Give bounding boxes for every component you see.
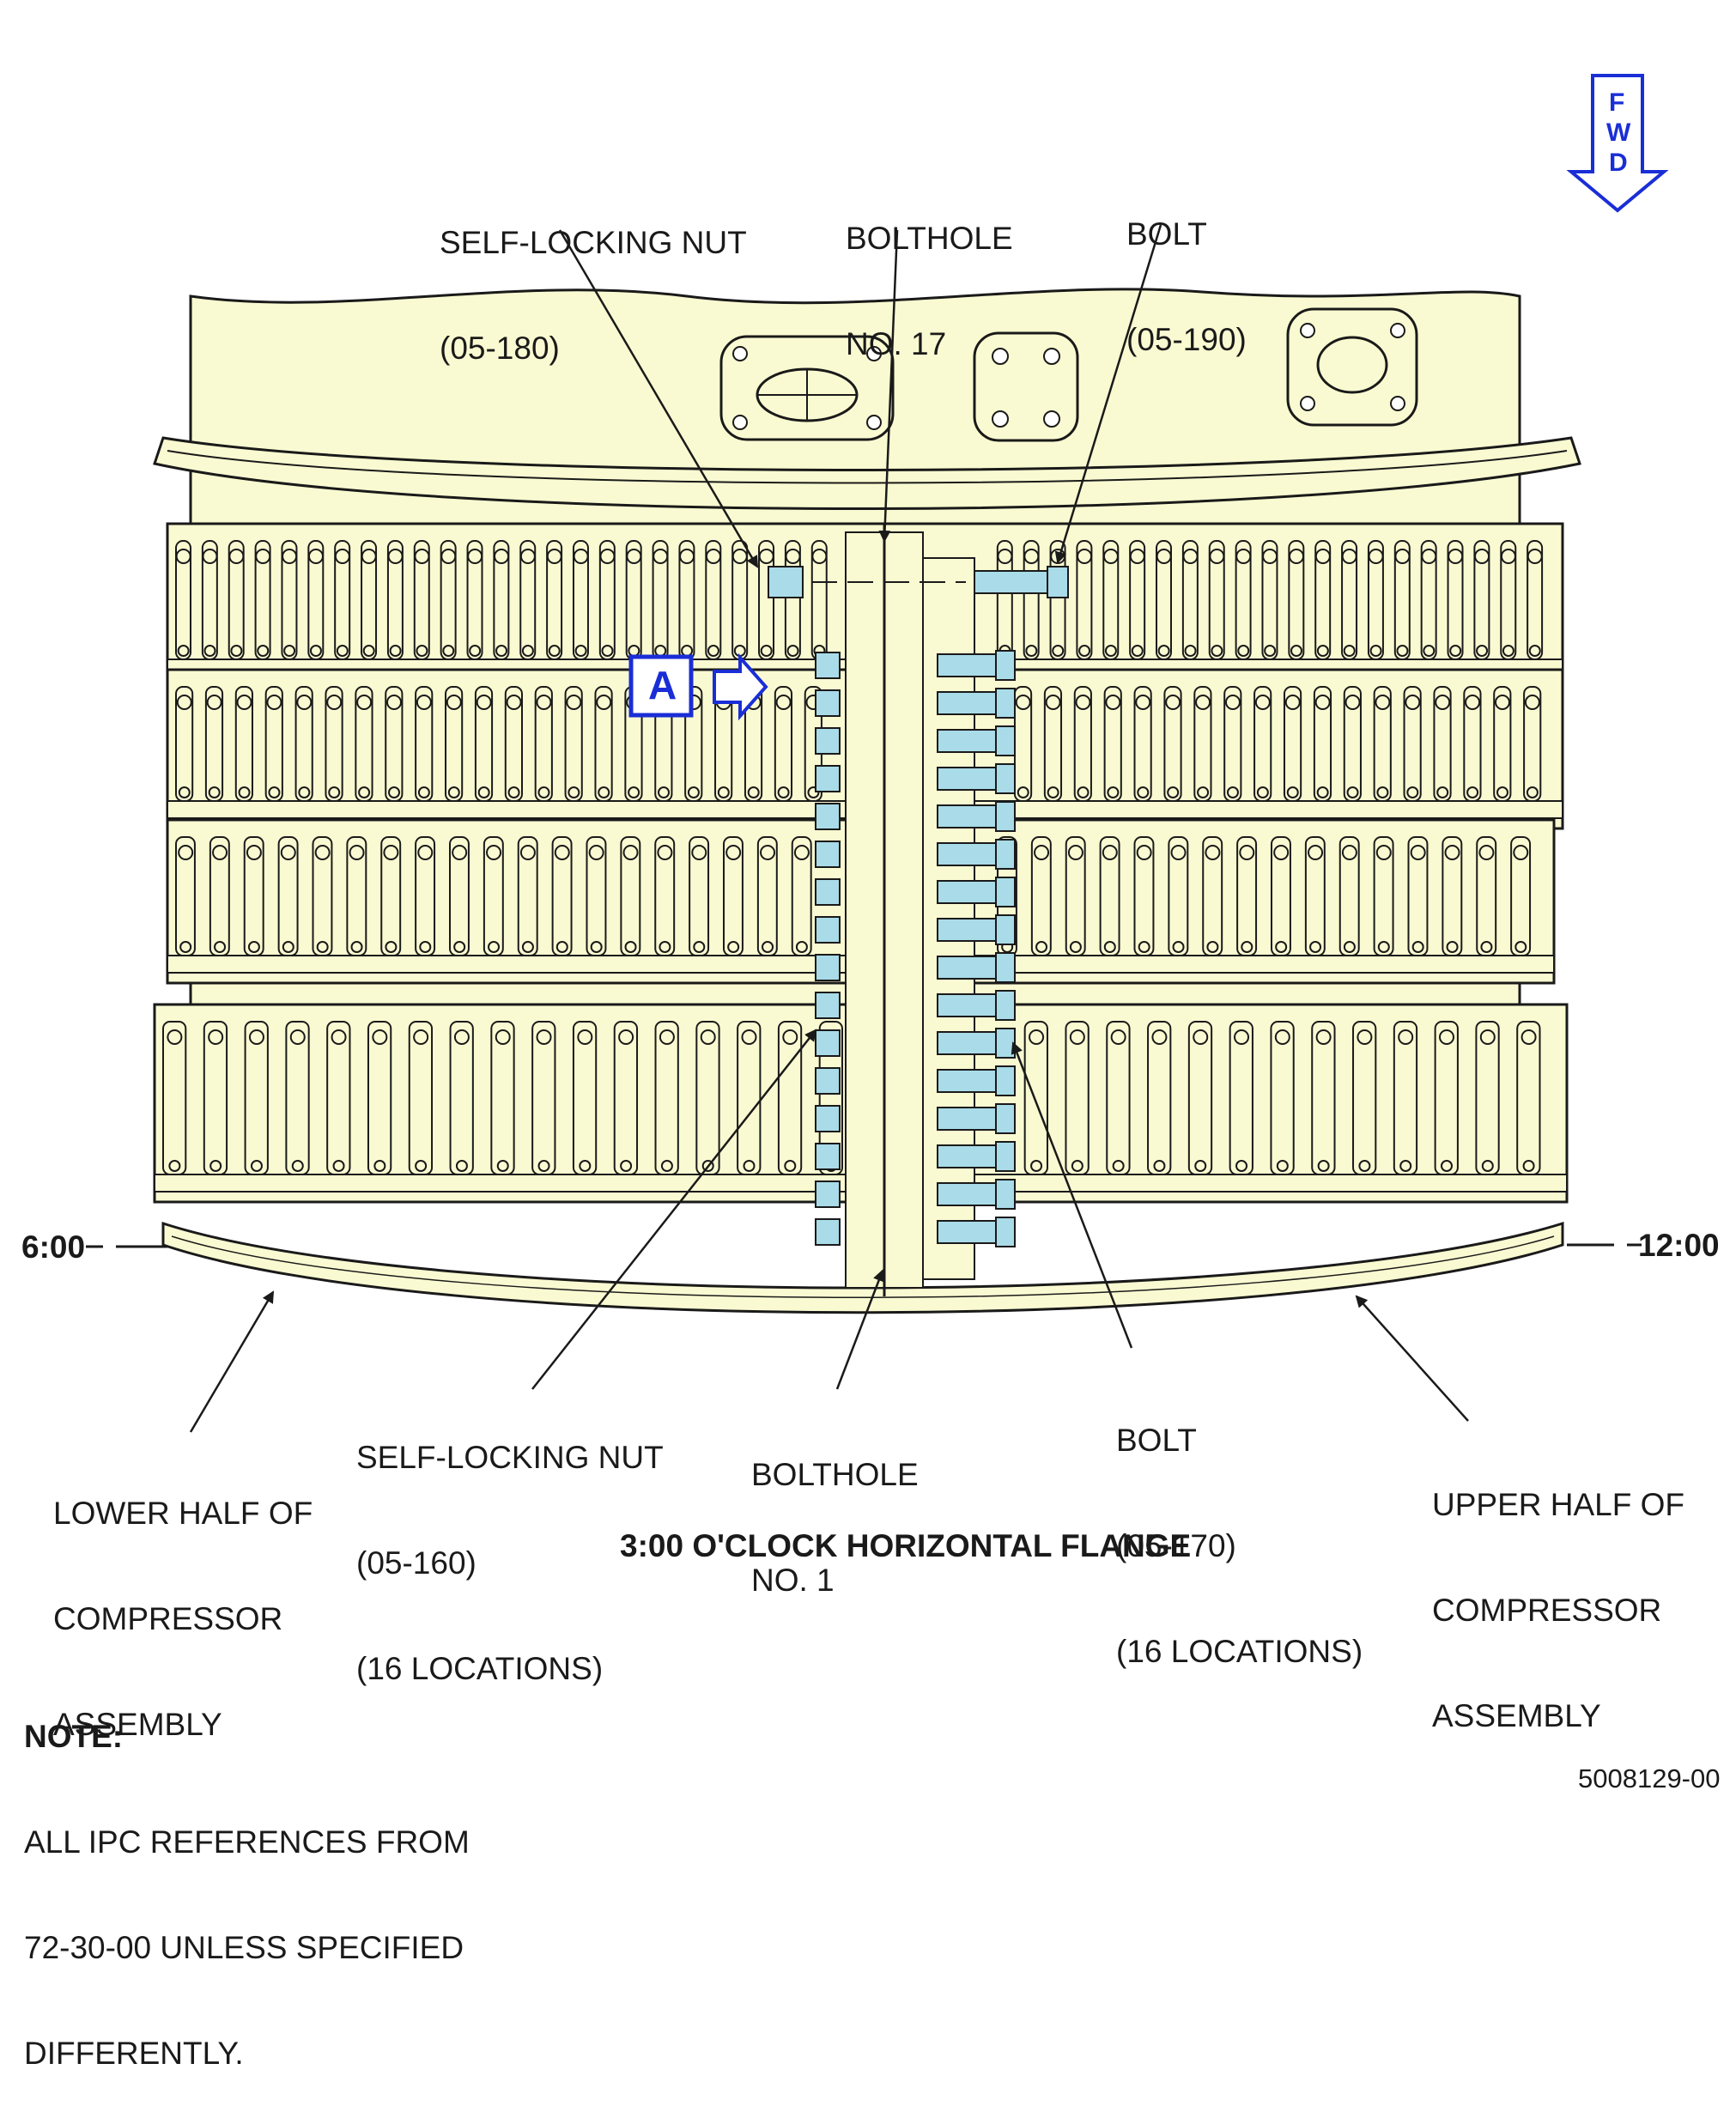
nut-05-160-part <box>815 689 841 717</box>
nut-05-160-part <box>815 1143 841 1170</box>
callout-a-arrow <box>713 652 768 721</box>
fwd-letter-d: D <box>1609 149 1628 177</box>
bolt-05-170-part <box>937 804 999 828</box>
fwd-letter-f: F <box>1609 88 1625 117</box>
nut-05-160-part <box>815 916 841 944</box>
horizontal-flange <box>845 524 975 1296</box>
bolt-05-170-part <box>937 918 999 942</box>
bolt-05-170-part <box>937 1031 999 1055</box>
bolt-05-170-part <box>937 1220 999 1244</box>
nut-05-160-part <box>815 1218 841 1246</box>
upper-rim <box>153 436 1581 510</box>
nut-05-160-part <box>815 652 841 679</box>
label-bolt-05-170: BOLT (05-170) (16 LOCATIONS) <box>1116 1423 1363 1669</box>
note-block: NOTE: ALL IPC REFERENCES FROM 72-30-00 U… <box>24 1719 470 2071</box>
bolt-05-170-part <box>937 1069 999 1093</box>
fwd-arrow <box>1566 74 1669 213</box>
label-bolthole-no-1: BOLTHOLE NO. 1 <box>751 1457 919 1598</box>
nut-05-160-part <box>815 1067 841 1095</box>
nut-05-160-part <box>815 878 841 906</box>
label-clock-6: 6:00 <box>21 1229 86 1265</box>
figure-id: 5008129-00 <box>1578 1763 1721 1793</box>
port-center <box>973 331 1079 442</box>
label-lower-half: LOWER HALF OF COMPRESSOR ASSEMBLY <box>53 1496 313 1742</box>
callout-a-box <box>628 654 694 718</box>
note-heading: NOTE: <box>24 1719 124 1754</box>
compressor-flange-illustration <box>86 74 1669 1433</box>
label-clock-12: 12:00 <box>1638 1228 1720 1263</box>
bolt-05-170-part <box>937 1144 999 1168</box>
nut-05-160-part <box>815 1105 841 1132</box>
label-self-locking-nut-05-160: SELF-LOCKING NUT (05-160) (16 LOCATIONS) <box>356 1440 664 1686</box>
bolt-05-170-part <box>937 956 999 980</box>
nut-05-160-part <box>815 727 841 755</box>
bolt-05-170-part <box>937 1182 999 1206</box>
label-self-locking-nut-05-180: SELF-LOCKING NUT (05-180) <box>440 225 747 366</box>
nut-05-160-part <box>815 765 841 792</box>
view-title: 3:00 O'CLOCK HORIZONTAL FLANGE <box>620 1528 1192 1563</box>
bolt-05-170-part <box>937 880 999 904</box>
port-left <box>719 335 895 441</box>
label-bolthole-no-17: BOLTHOLE NO. 17 <box>846 221 1013 361</box>
bolt-05-170-part <box>937 993 999 1017</box>
callout-a-letter: A <box>648 663 677 707</box>
bolt-05-170-part <box>937 691 999 715</box>
nut-05-160-part <box>815 1180 841 1208</box>
bolt-05-170-part <box>937 842 999 866</box>
bolt-05-170-part <box>937 729 999 753</box>
label-upper-half: UPPER HALF OF COMPRESSOR ASSEMBLY <box>1432 1487 1684 1733</box>
label-bolt-05-190: BOLT (05-190) <box>1126 216 1247 357</box>
bolt-05-170-part <box>937 767 999 791</box>
bolt-05-170-part <box>937 653 999 677</box>
bolt-05-190-part <box>974 570 1053 594</box>
nut-05-160-part <box>815 803 841 830</box>
fwd-letter-w: W <box>1606 118 1631 147</box>
nut-05-160-part <box>815 954 841 981</box>
nut-05-180-part <box>768 566 804 598</box>
flange-fasteners <box>815 650 1016 1247</box>
nut-05-160-part <box>815 841 841 868</box>
bolt-05-170-part <box>937 1107 999 1131</box>
port-right <box>1286 307 1418 427</box>
lower-flange-rim <box>161 1221 1564 1314</box>
nut-05-160-part <box>815 1029 841 1057</box>
nut-05-160-part <box>815 992 841 1019</box>
